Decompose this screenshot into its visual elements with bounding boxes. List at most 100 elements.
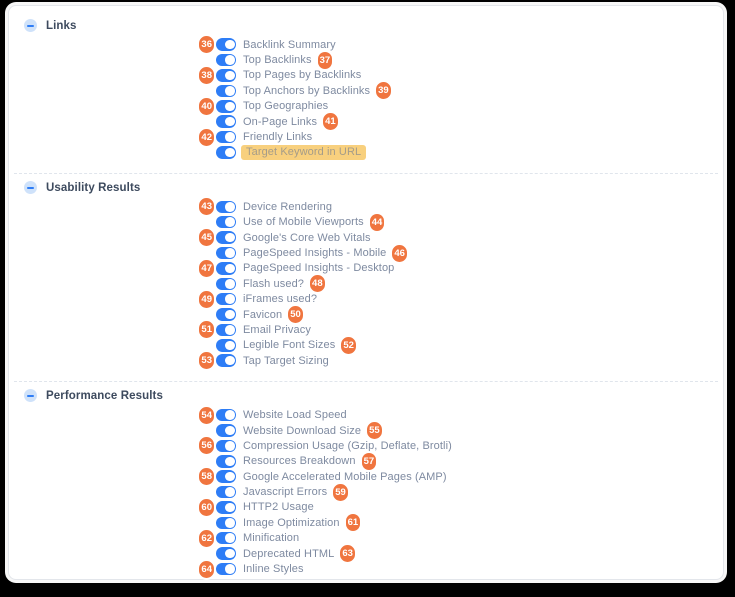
toggle-row-google-accelerated-mobile-pages-amp: 58 Google Accelerated Mobile Pages (AMP) <box>196 468 723 486</box>
toggle-knob <box>225 248 235 258</box>
step-number-badge: 40 <box>199 97 214 115</box>
toggle-row-minification: 62 Minification <box>196 529 723 547</box>
step-number-badge: 36 <box>199 36 214 54</box>
toggle-switch[interactable] <box>216 547 236 560</box>
toggle-knob <box>225 340 235 351</box>
toggle-switch[interactable] <box>216 84 236 98</box>
step-number-badge: 48 <box>310 275 325 293</box>
badge-slot: 51 <box>196 321 214 339</box>
toggle-knob <box>225 101 235 111</box>
toggle-row-iframes-used: 49 iFrames used? <box>196 290 723 308</box>
toggle-knob <box>225 533 235 543</box>
badge-slot: 38 <box>196 66 214 84</box>
step-number-badge: 37 <box>317 51 333 69</box>
badge-slot <box>196 114 214 129</box>
toggle-switch[interactable] <box>216 292 236 306</box>
toggle-label: Compression Usage (Gzip, Deflate, Brotli… <box>243 439 452 452</box>
toggle-label: Website Load Speed <box>243 409 347 422</box>
badge-slot: 42 <box>196 128 214 146</box>
collapse-section-button[interactable] <box>24 19 37 32</box>
toggle-switch[interactable] <box>216 53 236 67</box>
toggle-switch[interactable] <box>216 215 236 229</box>
minus-icon <box>27 186 34 189</box>
toggle-switch[interactable] <box>216 146 236 159</box>
toggle-switch[interactable] <box>216 531 236 545</box>
toggle-knob <box>225 132 235 142</box>
step-number-badge: 39 <box>376 82 391 100</box>
badge-slot <box>196 423 214 438</box>
toggle-label: On-Page Links <box>243 115 318 128</box>
step-number-badge: 56 <box>199 437 214 455</box>
toggle-switch[interactable] <box>216 516 236 530</box>
toggle-switch[interactable] <box>216 501 236 514</box>
toggle-label: Top Geographies <box>243 100 329 113</box>
toggle-row-email-privacy: 51 Email Privacy <box>196 321 723 339</box>
toggle-row-favicon: Favicon 50 <box>196 306 723 324</box>
step-number-badge: 57 <box>361 452 377 470</box>
toggle-switch[interactable] <box>216 200 236 214</box>
toggle-switch[interactable] <box>216 408 236 422</box>
toggle-label: Target Keyword in URL <box>241 144 367 160</box>
badge-slot <box>196 338 214 353</box>
badge-slot: 45 <box>196 229 214 247</box>
toggle-switch[interactable] <box>216 439 236 453</box>
toggle-row-deprecated-html: Deprecated HTML 63 <box>196 545 723 563</box>
toggle-knob <box>225 441 235 451</box>
step-number-badge: 58 <box>199 468 214 486</box>
report-settings-panel: Links 36 Backlink Summary Top Backlinks … <box>8 5 724 580</box>
toggle-switch[interactable] <box>216 69 236 82</box>
step-number-badge: 53 <box>199 352 214 370</box>
toggle-switch[interactable] <box>216 470 236 483</box>
toggle-switch[interactable] <box>216 38 236 51</box>
toggle-switch[interactable] <box>216 100 236 113</box>
toggle-knob <box>225 471 235 482</box>
step-number-badge: 43 <box>199 198 214 216</box>
toggle-knob <box>225 55 235 65</box>
section-performance-results: Performance Results 54 Website Load Spee… <box>9 385 723 578</box>
toggle-label: Top Backlinks <box>243 54 312 67</box>
toggle-row-device-rendering: 43 Device Rendering <box>196 198 723 216</box>
toggle-switch[interactable] <box>216 246 236 260</box>
badge-slot: 43 <box>196 198 214 216</box>
toggle-label: iFrames used? <box>243 293 318 306</box>
toggle-knob <box>225 279 235 289</box>
toggle-switch[interactable] <box>216 562 236 576</box>
section-usability-results: Usability Results 43 Device Rendering Us… <box>9 177 723 370</box>
section-links: Links 36 Backlink Summary Top Backlinks … <box>9 6 723 160</box>
toggle-switch[interactable] <box>216 231 236 244</box>
toggle-switch[interactable] <box>216 115 236 128</box>
toggle-row-legible-font-sizes: Legible Font Sizes 52 <box>196 336 723 354</box>
toggle-knob <box>225 309 235 320</box>
collapse-section-button[interactable] <box>24 181 37 195</box>
badge-slot <box>196 515 214 530</box>
toggle-label: Use of Mobile Viewports <box>243 216 364 229</box>
toggle-switch[interactable] <box>216 424 236 437</box>
collapse-section-button[interactable] <box>24 389 37 403</box>
step-number-badge: 60 <box>199 498 214 516</box>
section-title: Usability Results <box>46 181 141 194</box>
toggle-label: Inline Styles <box>243 563 304 576</box>
toggle-switch[interactable] <box>216 323 236 337</box>
toggle-row-on-page-links: On-Page Links 41 <box>196 113 723 131</box>
badge-slot <box>196 454 214 469</box>
toggle-label: Legible Font Sizes <box>243 339 336 352</box>
toggle-switch[interactable] <box>216 485 236 499</box>
toggle-label: Backlink Summary <box>243 38 336 51</box>
toggle-switch[interactable] <box>216 354 236 367</box>
toggle-switch[interactable] <box>216 339 236 352</box>
toggle-label: Google Accelerated Mobile Pages (AMP) <box>243 470 447 483</box>
step-number-badge: 62 <box>199 529 214 547</box>
toggle-switch[interactable] <box>216 277 236 291</box>
toggle-switch[interactable] <box>216 308 236 321</box>
toggle-label: Resources Breakdown <box>243 455 356 468</box>
badge-slot: 60 <box>196 498 214 516</box>
toggle-switch[interactable] <box>216 130 236 144</box>
toggle-label: HTTP2 Usage <box>243 501 314 514</box>
toggle-switch[interactable] <box>216 455 236 468</box>
badge-slot <box>196 245 214 260</box>
toggle-switch[interactable] <box>216 262 236 275</box>
toggle-knob <box>225 116 235 127</box>
toggle-knob <box>225 70 235 81</box>
step-number-badge: 38 <box>199 66 214 84</box>
toggle-knob <box>225 325 235 335</box>
